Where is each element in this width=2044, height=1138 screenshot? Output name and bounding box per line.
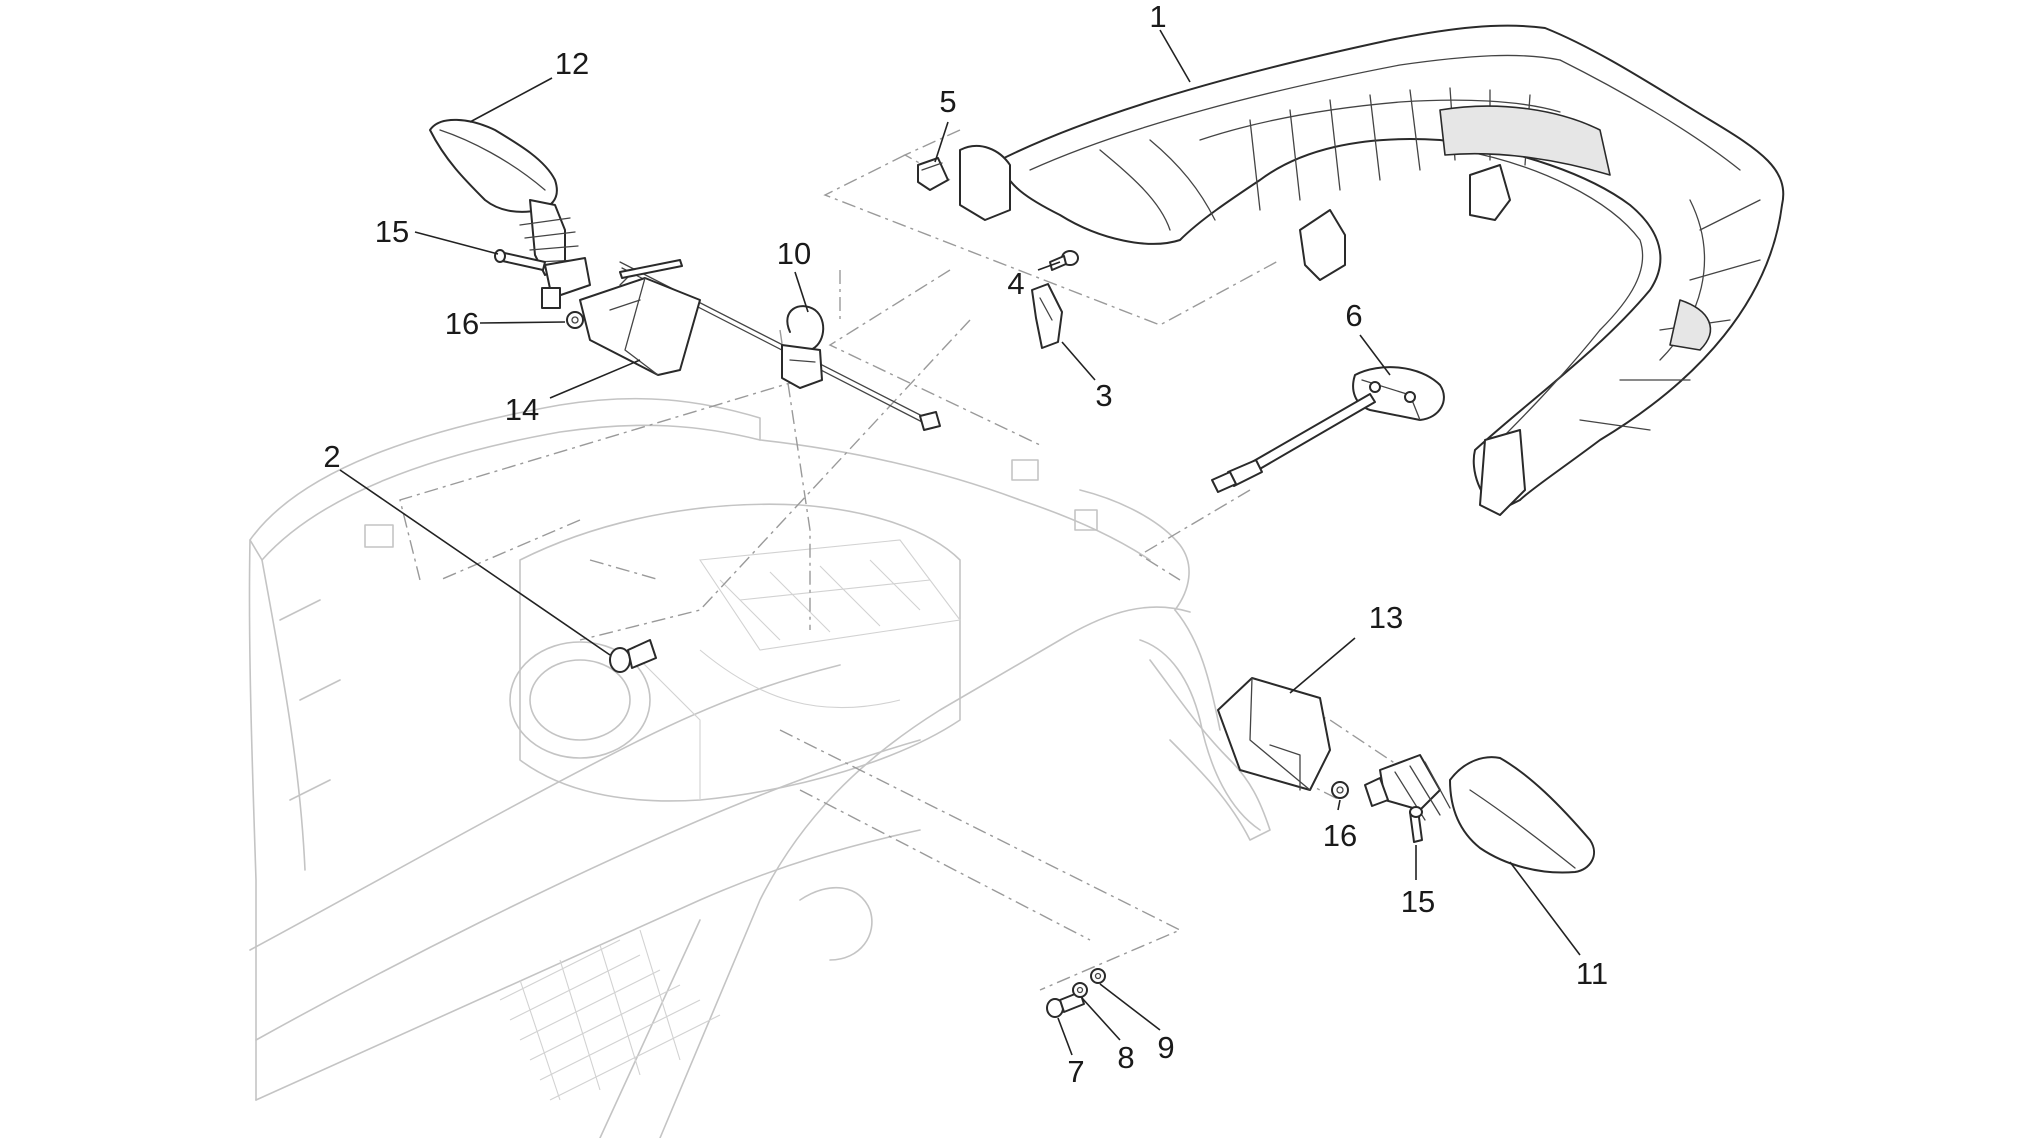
washer-part-16-left [566,311,584,329]
scooter-body-outline [248,397,1271,1138]
callout-16-right: 16 [1323,818,1357,853]
callout-9: 9 [1157,1030,1174,1065]
callout-14: 14 [505,392,539,427]
callout-8: 8 [1117,1040,1134,1075]
washer-part-8 [1072,982,1088,998]
plate-light-part-6 [1211,366,1445,493]
washer-part-16-right [1331,781,1349,799]
callout-6: 6 [1345,298,1362,333]
callout-11: 11 [1576,956,1608,991]
callout-16-left: 16 [445,306,479,341]
rear-grab-handle [959,24,1785,516]
callout-10: 10 [777,236,811,271]
callout-13: 13 [1369,600,1403,635]
callout-2: 2 [323,439,340,474]
leader-lines [339,29,1581,1056]
washer-part-9 [1090,968,1106,984]
screw-part-4 [1049,250,1079,271]
left-housing-part-14 [579,259,701,376]
callout-7: 7 [1067,1054,1084,1089]
callout-4: 4 [1007,266,1024,301]
clip-nut-part-5 [917,157,949,191]
callout-labels: 1 2 3 4 5 6 7 8 9 10 11 12 13 14 15 15 1… [323,0,1608,1089]
screw-part-15-right [1409,806,1423,843]
callout-5: 5 [939,84,956,119]
callout-15-right: 15 [1401,884,1435,919]
callout-3: 3 [1095,378,1112,413]
left-indicator-part-12 [429,118,591,309]
screw-part-2 [609,639,657,673]
right-housing-part-13 [1217,677,1331,791]
callout-1: 1 [1149,0,1166,34]
right-indicator-part-11 [1364,754,1595,874]
spring-clip-part-3 [1031,283,1063,349]
callout-15-left: 15 [375,214,409,249]
callout-12: 12 [555,46,589,81]
screw-part-15-left [494,249,546,271]
assembly-lines [399,129,1421,991]
